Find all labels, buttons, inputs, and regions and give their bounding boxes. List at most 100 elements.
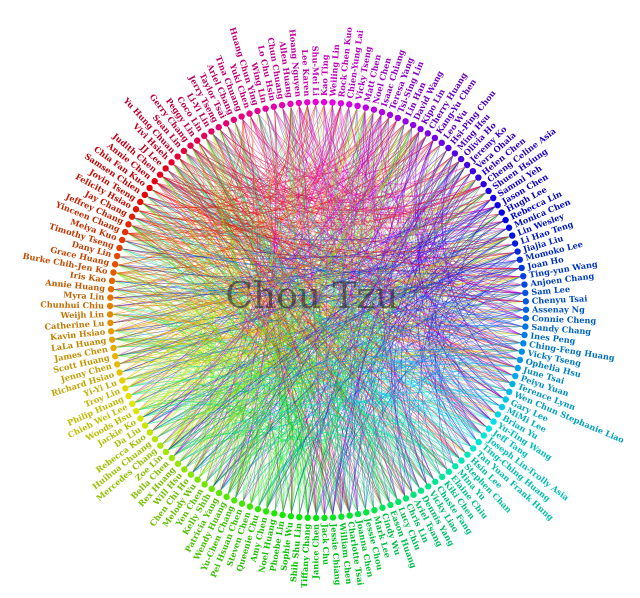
chord-link <box>198 142 246 495</box>
chord-link <box>461 206 519 352</box>
node-dot <box>137 198 144 206</box>
chord-link <box>185 116 256 468</box>
node-dot <box>425 483 432 490</box>
chord-link <box>192 147 243 487</box>
chord-link <box>198 142 513 376</box>
node-dot <box>270 103 278 110</box>
chord-link <box>364 110 507 232</box>
node-dot <box>457 155 465 163</box>
chord-link <box>138 404 413 493</box>
node-dot <box>128 213 136 220</box>
chord-link <box>125 236 510 380</box>
node-dot <box>485 187 492 195</box>
chord-link <box>290 106 513 376</box>
chord-link <box>332 150 447 515</box>
chord-link <box>124 232 172 380</box>
node-dot <box>445 144 452 152</box>
node-label: Chenyu Tsai <box>532 293 588 305</box>
chord-link <box>282 179 477 513</box>
chord-link <box>122 120 397 255</box>
node-dot <box>151 178 158 185</box>
node-dot <box>222 120 230 127</box>
node-dot <box>168 454 176 462</box>
chord-link <box>156 182 523 302</box>
node-dot <box>432 478 439 485</box>
chord-link <box>235 113 272 498</box>
chord-link <box>192 147 491 211</box>
node-dot <box>201 481 208 488</box>
chord-link <box>122 164 210 372</box>
chord-link <box>173 164 413 493</box>
chord-link <box>151 189 510 253</box>
chord-link <box>162 236 510 444</box>
node-dot <box>485 425 493 432</box>
chord-link <box>118 236 510 356</box>
chord-link <box>113 289 515 368</box>
chord-link <box>120 131 420 364</box>
node-dot <box>329 514 337 521</box>
chord-link <box>258 113 482 434</box>
node-dot <box>431 134 439 142</box>
chord-link <box>348 107 517 261</box>
chord-link <box>266 111 482 213</box>
chord-link <box>114 155 454 332</box>
node-dot <box>494 411 502 418</box>
chord-link <box>113 161 460 323</box>
chord-link <box>131 225 247 501</box>
node-dot <box>363 509 370 516</box>
chord-link <box>147 196 366 510</box>
chord-link <box>315 421 477 516</box>
chord-link <box>192 113 272 473</box>
chord-link <box>431 145 523 319</box>
node-dot <box>262 508 270 515</box>
chord-link <box>266 161 460 509</box>
node-dot <box>445 468 453 475</box>
chord-link <box>116 192 487 348</box>
chord-link <box>179 158 482 211</box>
node-dot <box>194 476 201 483</box>
node-dot <box>122 385 129 392</box>
node-dot <box>371 507 378 514</box>
node-dot <box>438 473 446 481</box>
node-ring <box>106 98 530 522</box>
node-dot <box>379 504 386 511</box>
chord-link <box>152 131 420 431</box>
node-dot <box>156 171 164 178</box>
chord-link <box>119 256 500 406</box>
chord-link <box>122 228 507 260</box>
node-dot <box>518 348 525 355</box>
node-dot <box>338 513 345 520</box>
chord-link <box>134 217 270 509</box>
chord-link <box>122 176 197 372</box>
node-dot <box>129 400 136 407</box>
chord-link <box>113 297 413 493</box>
chord-link <box>266 228 507 509</box>
chord-link <box>162 120 397 188</box>
node-dot <box>162 165 169 172</box>
node-dot <box>386 111 394 119</box>
node-label: Sandy Chang <box>531 322 592 337</box>
chord-link <box>167 170 454 465</box>
node-dot <box>410 491 417 498</box>
node-dot <box>125 392 132 400</box>
node-dot <box>201 132 208 140</box>
chord-link <box>387 117 507 391</box>
node-dot <box>522 306 530 313</box>
node-dot <box>254 107 261 115</box>
chord-link <box>220 135 427 491</box>
node-label: Lee Karen <box>300 49 312 96</box>
chord-link <box>143 397 487 428</box>
node-dot <box>287 513 295 520</box>
chord-link <box>198 135 427 210</box>
node-dot <box>146 429 154 436</box>
node-dot <box>438 139 445 147</box>
chord-link <box>179 434 350 513</box>
chord-link <box>409 127 524 311</box>
chord-link <box>152 361 515 431</box>
node-label: Chunhui Chiu <box>40 299 104 310</box>
node-label: Catherine Lu <box>44 318 104 332</box>
chord-link <box>134 389 263 507</box>
node-dot <box>509 380 516 388</box>
chord-link <box>134 325 523 403</box>
